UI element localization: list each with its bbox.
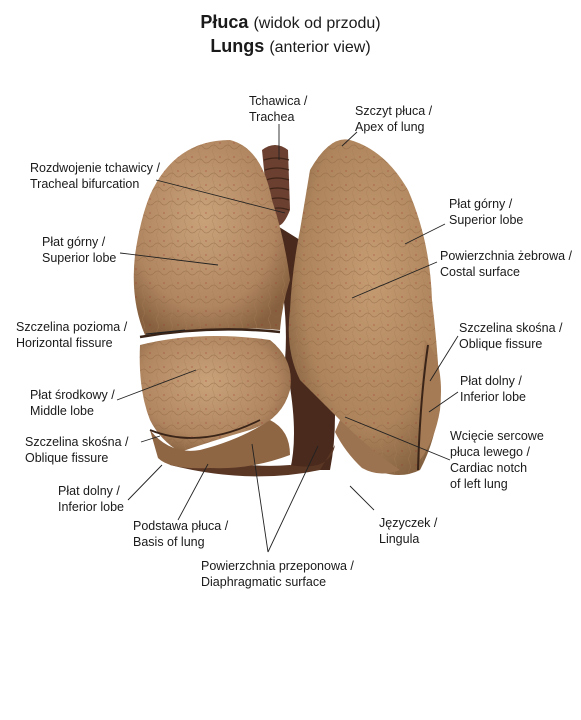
label-diaphragmatic-surface: Powierzchnia przeponowa /Diaphragmatic s…: [201, 559, 354, 589]
label-middle-lobe: Płat środkowy /Middle lobe: [30, 388, 115, 418]
label-costal-surface: Powierzchnia żebrowa /Costal surface: [440, 249, 573, 279]
leader-oblique-right: [429, 335, 459, 382]
label-apex: Szczyt płuca /Apex of lung: [355, 104, 433, 134]
label-tracheal-bifurcation: Rozdwojenie tchawicy /Tracheal bifurcati…: [30, 161, 160, 191]
label-lingula: Języczek /Lingula: [379, 516, 438, 546]
leader-cardiac-notch: [344, 416, 451, 461]
leader-diaphragm-1: [251, 443, 269, 553]
label-basis-of-lung: Podstawa płuca /Basis of lung: [133, 519, 229, 549]
label-inferior-lobe-right: Płat dolny /Inferior lobe: [460, 374, 527, 404]
left-oblique-fissure: [417, 344, 429, 471]
title-polish-bold: Płuca: [200, 12, 249, 32]
leader-lingula: [349, 485, 375, 511]
label-superior-lobe-left: Płat górny /Superior lobe: [449, 197, 524, 227]
leader-horizontal-fissure: [145, 329, 186, 335]
leader-diaphragm-2: [267, 445, 319, 553]
leader-bifurcation: [155, 179, 286, 214]
label-oblique-fissure-left: Szczelina skośna /Oblique fissure: [25, 435, 129, 465]
right-oblique-fissure: [149, 419, 261, 439]
label-superior-lobe-right: Płat górny /Superior lobe: [42, 235, 117, 265]
lingula-shape: [335, 420, 400, 474]
diaphragm-base-shadow: [165, 445, 335, 477]
leader-basis: [177, 463, 209, 521]
title-english: Lungs (anterior view): [0, 35, 581, 59]
leader-middle-lobe: [116, 369, 197, 401]
leader-oblique-left: [140, 435, 161, 443]
right-inferior-lobe: [150, 420, 290, 469]
title-english-bold: Lungs: [210, 36, 265, 56]
label-oblique-fissure-right: Szczelina skośna /Oblique fissure: [459, 321, 563, 351]
leader-superior-left: [404, 223, 446, 245]
horizontal-fissure: [139, 328, 281, 339]
title-polish: Płuca (widok od przodu): [0, 11, 581, 35]
leader-apex: [341, 131, 358, 147]
leader-lines: [116, 124, 459, 553]
leader-inferior-right: [428, 391, 459, 413]
leader-costal: [351, 261, 438, 299]
label-trachea: Tchawica /Trachea: [249, 94, 308, 124]
label-inferior-lobe-left: Płat dolny /Inferior lobe: [58, 484, 125, 514]
label-horizontal-fissure: Szczelina pozioma /Horizontal fissure: [16, 320, 128, 350]
leader-superior-right: [119, 252, 219, 266]
title-polish-rest: (widok od przodu): [253, 15, 381, 32]
leader-inferior-left: [127, 464, 163, 501]
title-english-rest: (anterior view): [269, 39, 371, 56]
